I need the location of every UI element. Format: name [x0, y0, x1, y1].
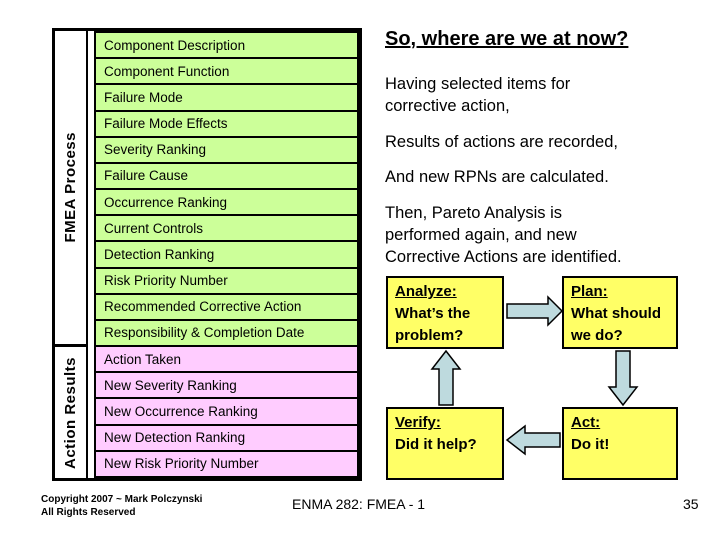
paragraph-new-rpns: And new RPNs are calculated.	[385, 168, 609, 186]
table-row: Detection Ranking	[94, 240, 359, 269]
table-row: Occurrence Ranking	[94, 188, 359, 217]
paragraph-results-recorded: Results of actions are recorded,	[385, 133, 618, 151]
table-row: Action Taken	[94, 345, 359, 374]
verify-body: Did it help?	[395, 436, 477, 453]
table-row: Component Function	[94, 57, 359, 86]
paragraph-having-selected: Having selected items for corrective act…	[385, 75, 571, 115]
table-row: New Occurrence Ranking	[94, 397, 359, 426]
plan-heading: Plan:	[571, 283, 608, 300]
fmea-table-figure: FMEA Process Action Results Component De…	[52, 28, 362, 481]
analyze-body: What’s the problem?	[395, 305, 471, 344]
table-row: Risk Priority Number	[94, 266, 359, 295]
table-row: Failure Mode Effects	[94, 109, 359, 138]
course-footer: ENMA 282: FMEA - 1	[292, 496, 426, 512]
page-title: So, where are we at now?	[385, 28, 629, 50]
plan-body: What should we do?	[571, 305, 661, 344]
table-row: Recommended Corrective Action	[94, 292, 359, 321]
arrow-analyze-to-plan-icon	[506, 295, 564, 327]
act-body: Do it!	[571, 436, 610, 453]
table-row: Responsibility & Completion Date	[94, 318, 359, 348]
cycle-box-analyze: Analyze: What’s the problem?	[386, 276, 504, 349]
table-row: New Severity Ranking	[94, 371, 359, 400]
page-number: 35	[683, 496, 699, 512]
analyze-heading: Analyze:	[395, 283, 457, 300]
table-row: Current Controls	[94, 214, 359, 243]
section-label-column: FMEA Process Action Results	[55, 31, 88, 478]
arrow-verify-to-analyze-icon	[430, 349, 462, 406]
arrow-plan-to-act-icon	[607, 350, 639, 407]
table-row: Failure Cause	[94, 161, 359, 191]
cycle-box-verify: Verify: Did it help?	[386, 407, 504, 480]
cycle-arrows	[430, 295, 639, 456]
fmea-process-label-cell: FMEA Process	[55, 31, 86, 348]
table-row: Component Description	[94, 31, 359, 60]
table-row: Severity Ranking	[94, 135, 359, 164]
action-results-label-cell: Action Results	[55, 347, 86, 478]
paragraph-pareto: Then, Pareto Analysis is performed again…	[385, 204, 622, 266]
arrow-act-to-verify-icon	[505, 424, 561, 456]
act-heading: Act:	[571, 414, 601, 431]
copyright-notice: Copyright 2007 ~ Mark Polczynski All Rig…	[41, 494, 203, 518]
table-row: New Detection Ranking	[94, 423, 359, 452]
cycle-box-plan: Plan: What should we do?	[562, 276, 678, 349]
table-row: Failure Mode	[94, 83, 359, 112]
table-row: New Risk Priority Number	[94, 449, 359, 478]
cycle-box-act: Act: Do it!	[562, 407, 678, 480]
label-gap-column	[88, 31, 94, 478]
fmea-process-label: FMEA Process	[62, 132, 79, 243]
verify-heading: Verify:	[395, 414, 441, 431]
action-results-label: Action Results	[62, 356, 79, 469]
